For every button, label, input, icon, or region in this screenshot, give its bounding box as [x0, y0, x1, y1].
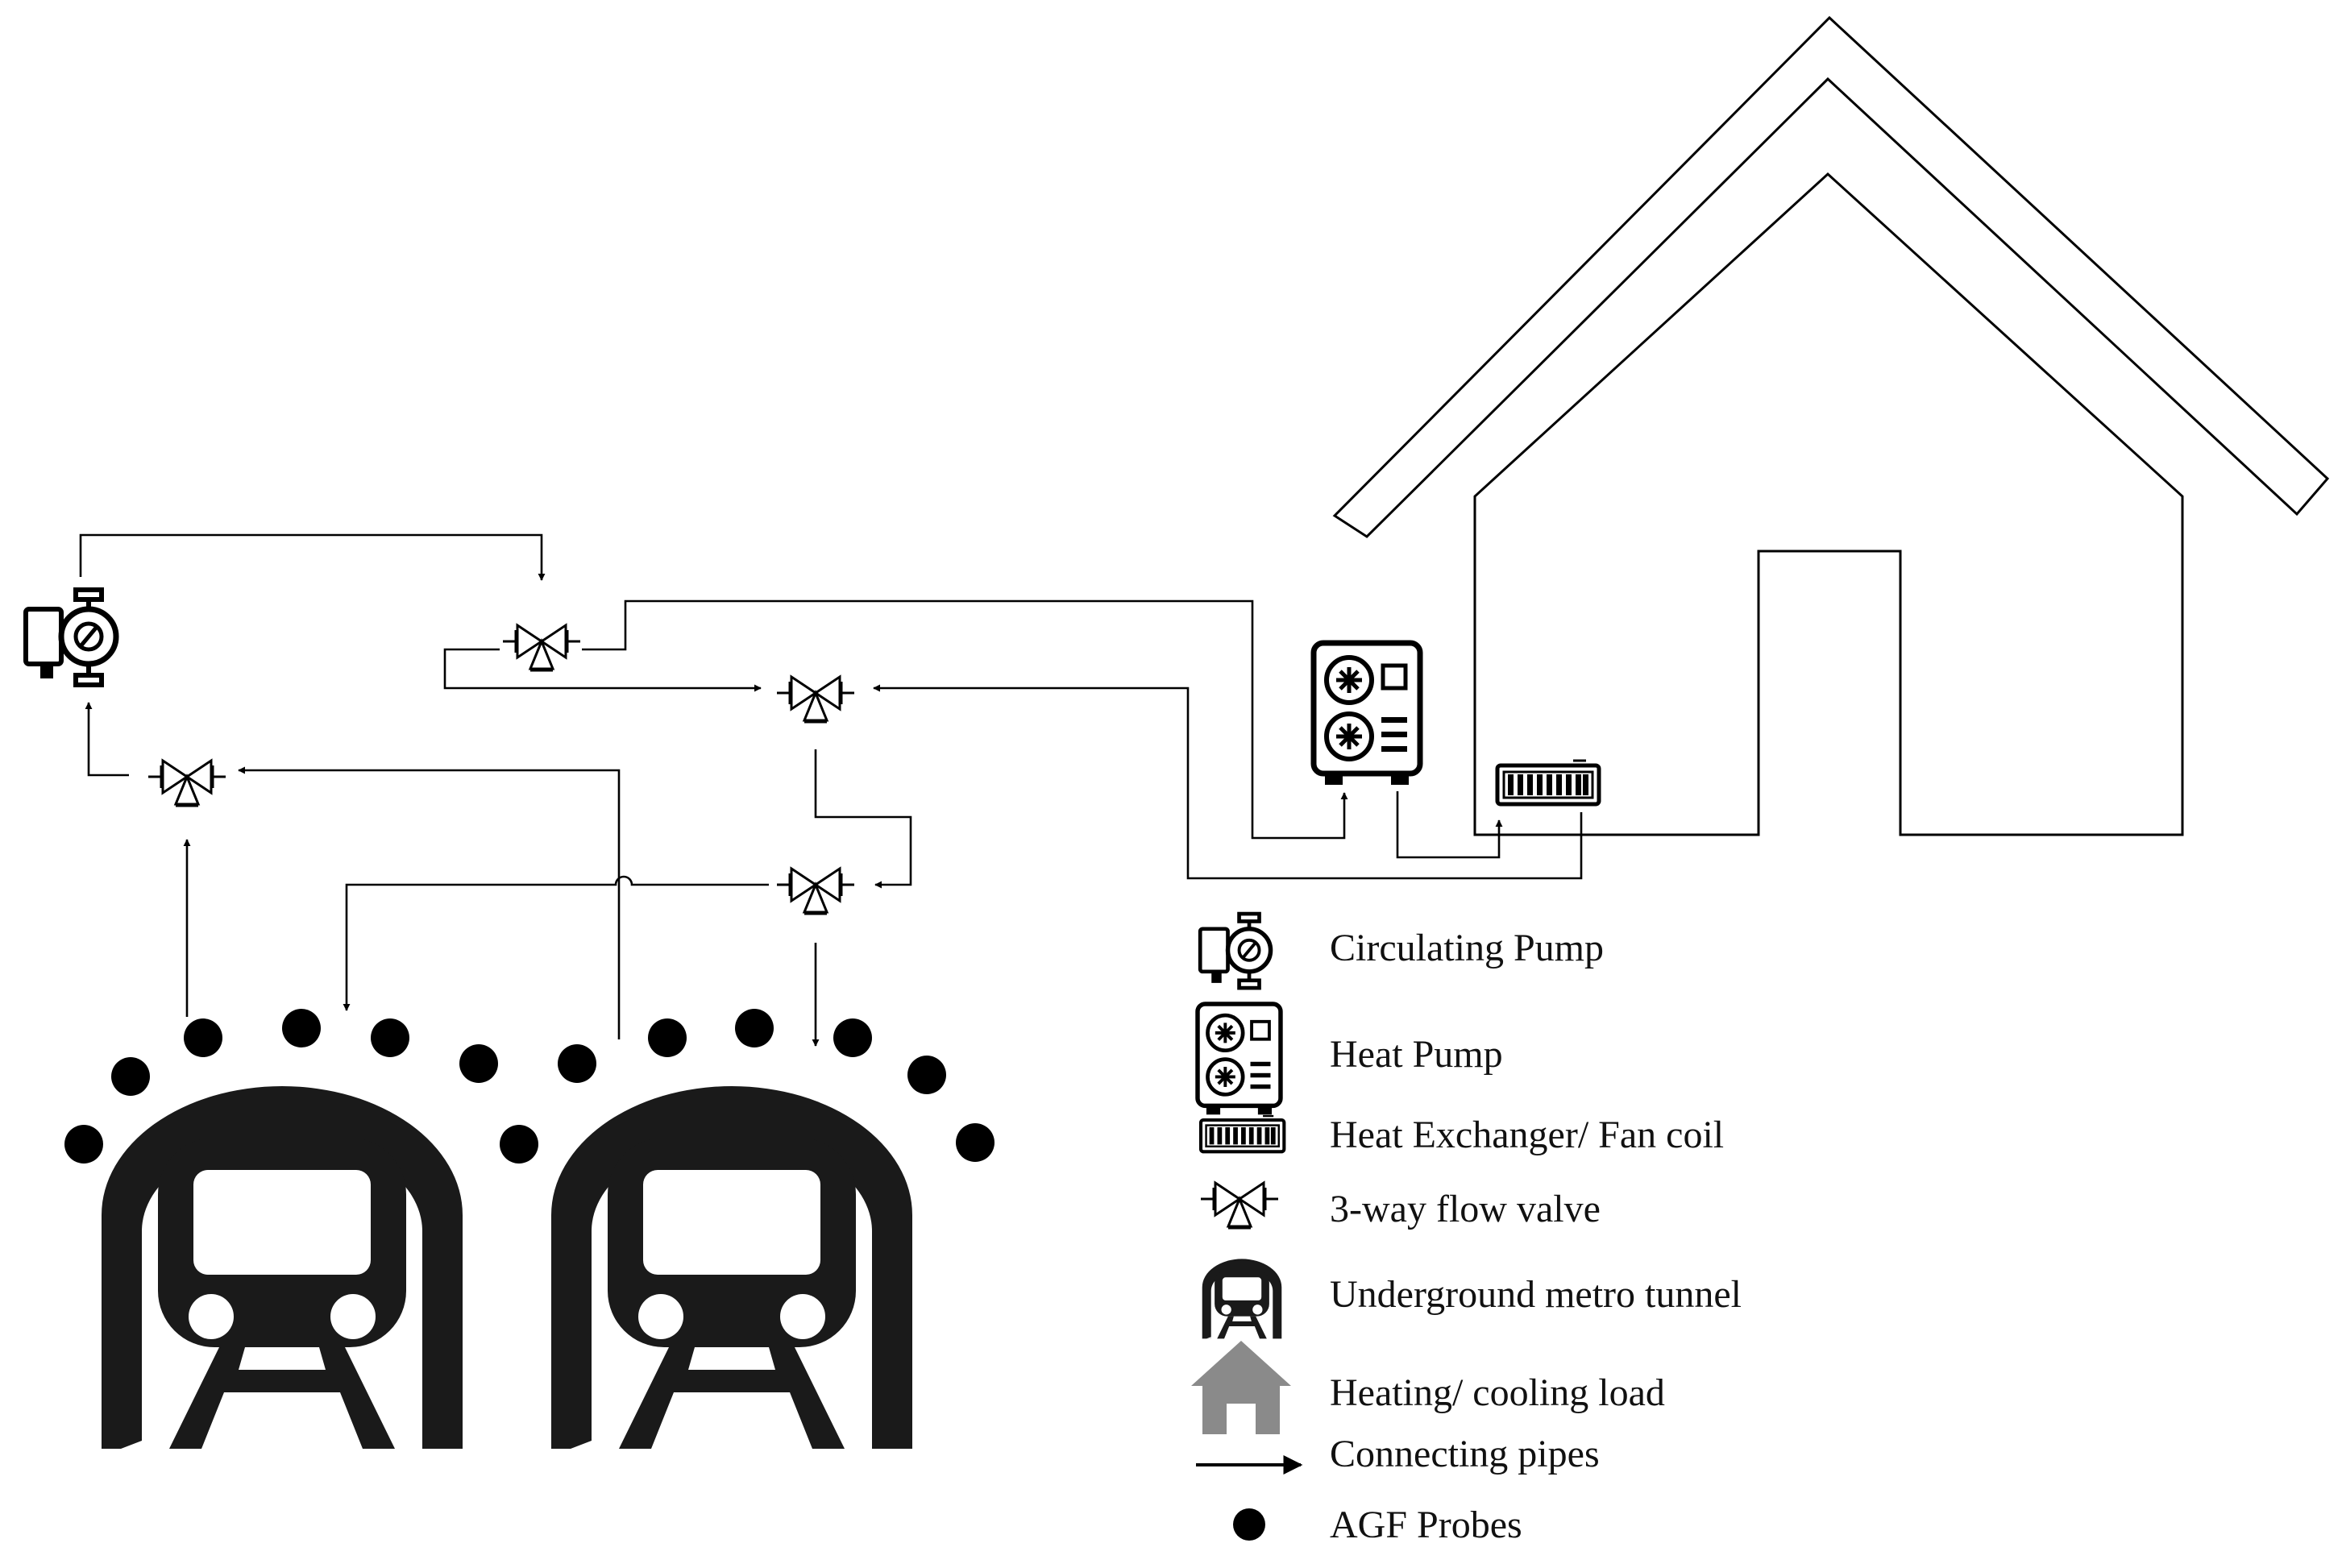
metro-tunnel-icon: [551, 1086, 912, 1449]
heat-exchanger-icon: [1497, 761, 1599, 804]
heat-exchanger-icon: [1201, 1116, 1284, 1151]
legend-label: 3-way flow valve: [1330, 1188, 1601, 1230]
legend-item: 3-way flow valve: [1199, 1181, 1601, 1230]
legend-item: Underground metro tunnel: [1202, 1259, 1742, 1339]
legend-label: AGF Probes: [1330, 1504, 1522, 1546]
legend-label: Heating/ cooling load: [1330, 1371, 1665, 1414]
legend-item: Connecting pipes: [1196, 1433, 1600, 1475]
heat-pump-icon: [1314, 643, 1420, 785]
three-way-valve-icon: [147, 759, 227, 807]
house-icon: [1191, 1341, 1291, 1434]
heat-pump-icon: [1198, 1004, 1281, 1114]
legend-item: Heat Pump: [1198, 1004, 1503, 1114]
house-outline: [1332, 15, 2330, 836]
three-way-valve-icon: [501, 624, 582, 672]
legend: Circulating Pump Heat Pump Heat Exchange…: [1191, 914, 1742, 1546]
circulating-pump-icon: [1200, 914, 1270, 988]
probe-dot-icon: [1233, 1508, 1265, 1541]
legend-item: Circulating Pump: [1200, 914, 1604, 988]
legend-label: Connecting pipes: [1330, 1433, 1600, 1475]
connecting-pipes: [79, 533, 1583, 1047]
legend-label: Heat Exchanger/ Fan coil: [1330, 1114, 1724, 1156]
three-way-valve-icon: [775, 867, 856, 915]
legend-item: Heating/ cooling load: [1191, 1341, 1665, 1434]
three-way-valve-icon: [1199, 1181, 1280, 1230]
three-way-valve-icon: [775, 675, 856, 724]
circulating-pump-icon: [26, 590, 116, 685]
legend-item: Heat Exchanger/ Fan coil: [1201, 1114, 1724, 1156]
metro-tunnel-icon: [102, 1086, 463, 1449]
agf-probes: [64, 1009, 995, 1164]
legend-item: AGF Probes: [1233, 1504, 1522, 1546]
metro-tunnel-icon: [1202, 1259, 1282, 1339]
legend-label: Heat Pump: [1330, 1033, 1503, 1076]
legend-label: Underground metro tunnel: [1330, 1273, 1742, 1316]
legend-label: Circulating Pump: [1330, 927, 1604, 969]
